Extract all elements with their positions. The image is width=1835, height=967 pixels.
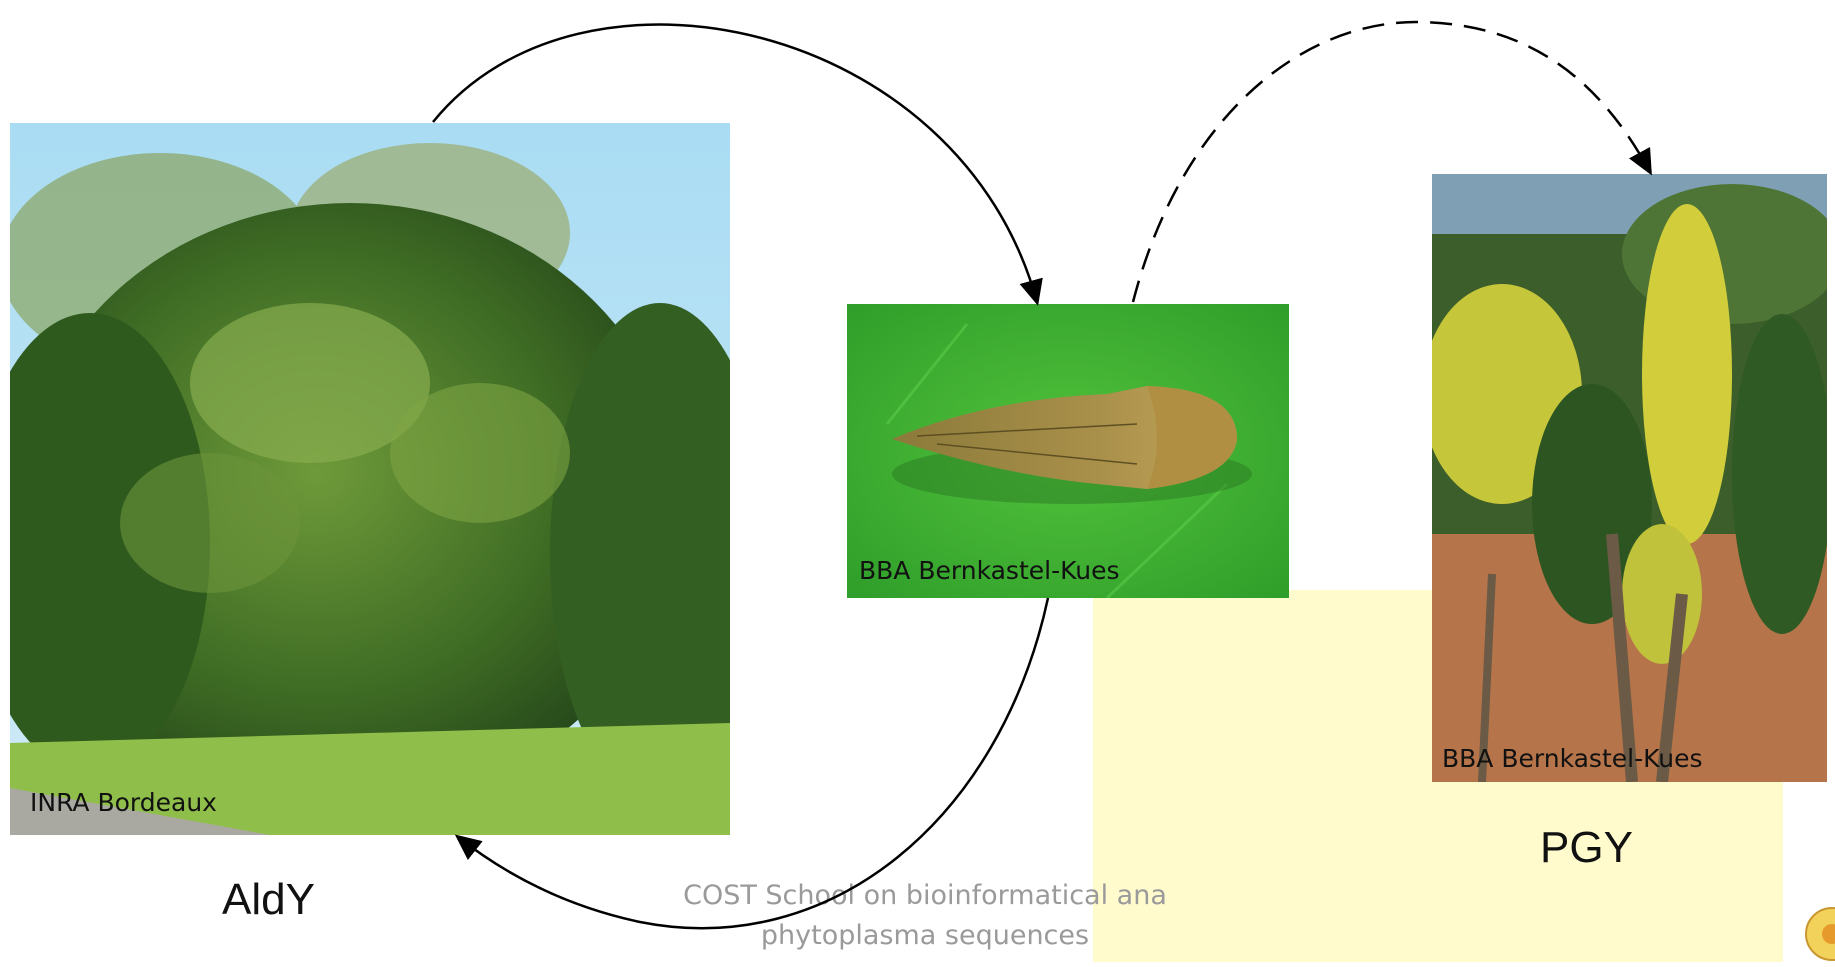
- arrow-insect-to-grapevine: [1133, 22, 1650, 302]
- arrow-insect-to-alder: [458, 598, 1048, 928]
- arrow-alder-to-insect: [433, 25, 1037, 302]
